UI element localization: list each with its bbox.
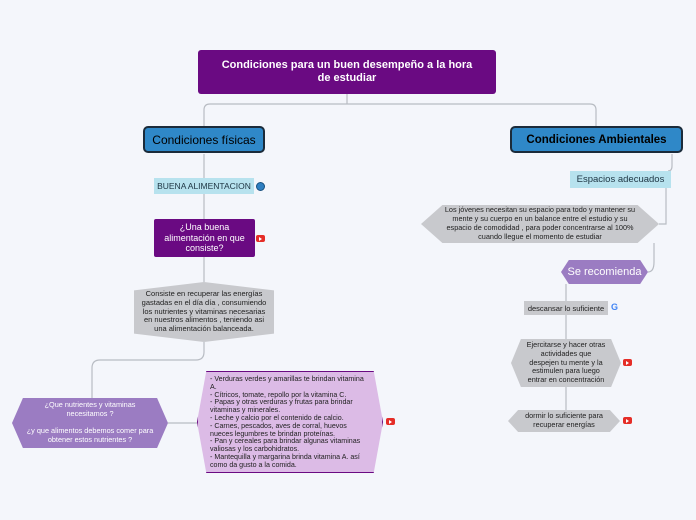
youtube-icon[interactable] [386, 418, 395, 425]
tag-espacios-adecuados[interactable]: Espacios adecuados [570, 171, 671, 188]
node-label: Consiste en recuperar las energías gasta… [141, 289, 267, 334]
nutrients-question-2: ¿y que alimentos debemos comer para obte… [26, 426, 154, 444]
node-descansar[interactable]: descansar lo suficiente [524, 301, 608, 315]
tag-buena-alimentacion[interactable]: BUENA ALIMENTACION [154, 178, 254, 194]
google-icon-letter: G [611, 302, 619, 312]
node-jovenes-espacio[interactable]: Los jóvenes necesitan su espacio para to… [421, 205, 659, 243]
globe-icon[interactable] [256, 182, 265, 191]
main-node-label: Condiciones Ambientales [526, 133, 667, 146]
node-ejercitarse[interactable]: Ejercitarse y hacer otras actividades qu… [511, 339, 621, 387]
node-label: Ejercitarse y hacer otras actividades qu… [526, 340, 606, 385]
node-label: ¿Una buena alimentación en que consiste? [164, 222, 245, 254]
main-node-condiciones-ambientales[interactable]: Condiciones Ambientales [510, 126, 683, 153]
main-node-label: Condiciones físicas [152, 132, 256, 147]
node-dormir[interactable]: dormir lo suficiente para recuperar ener… [508, 410, 620, 432]
node-label: Los jóvenes necesitan su espacio para to… [444, 205, 636, 241]
tag-label: BUENA ALIMENTACION [157, 181, 251, 191]
nutrients-question-1: ¿Que nutrientes y vitaminas necesitamos … [44, 400, 136, 419]
root-title: Condiciones para un buen desempeño a la … [221, 59, 473, 84]
main-node-condiciones-fisicas[interactable]: Condiciones físicas [143, 126, 265, 153]
node-consiste[interactable]: Consiste en recuperar las energías gasta… [134, 282, 274, 342]
node-question-alimentacion[interactable]: ¿Una buena alimentación en que consiste? [154, 219, 255, 257]
node-se-recomienda[interactable]: Se recomienda [561, 260, 648, 284]
node-nutrientes-question[interactable]: ¿Que nutrientes y vitaminas necesitamos … [12, 398, 168, 448]
youtube-icon[interactable] [256, 235, 265, 242]
node-label: descansar lo suficiente [527, 303, 605, 313]
youtube-icon[interactable] [623, 417, 632, 424]
youtube-icon[interactable] [623, 359, 632, 366]
node-foods-list[interactable]: - Verduras verdes y amarillas te brindan… [197, 371, 383, 473]
google-icon[interactable]: G [611, 302, 618, 312]
root-node[interactable]: Condiciones para un buen desempeño a la … [198, 50, 496, 94]
node-label: dormir lo suficiente para recuperar ener… [525, 411, 603, 429]
node-label: Se recomienda [567, 266, 642, 278]
foods-list-text: - Verduras verdes y amarillas te brindan… [210, 375, 364, 469]
tag-label: Espacios adecuados [576, 174, 665, 185]
